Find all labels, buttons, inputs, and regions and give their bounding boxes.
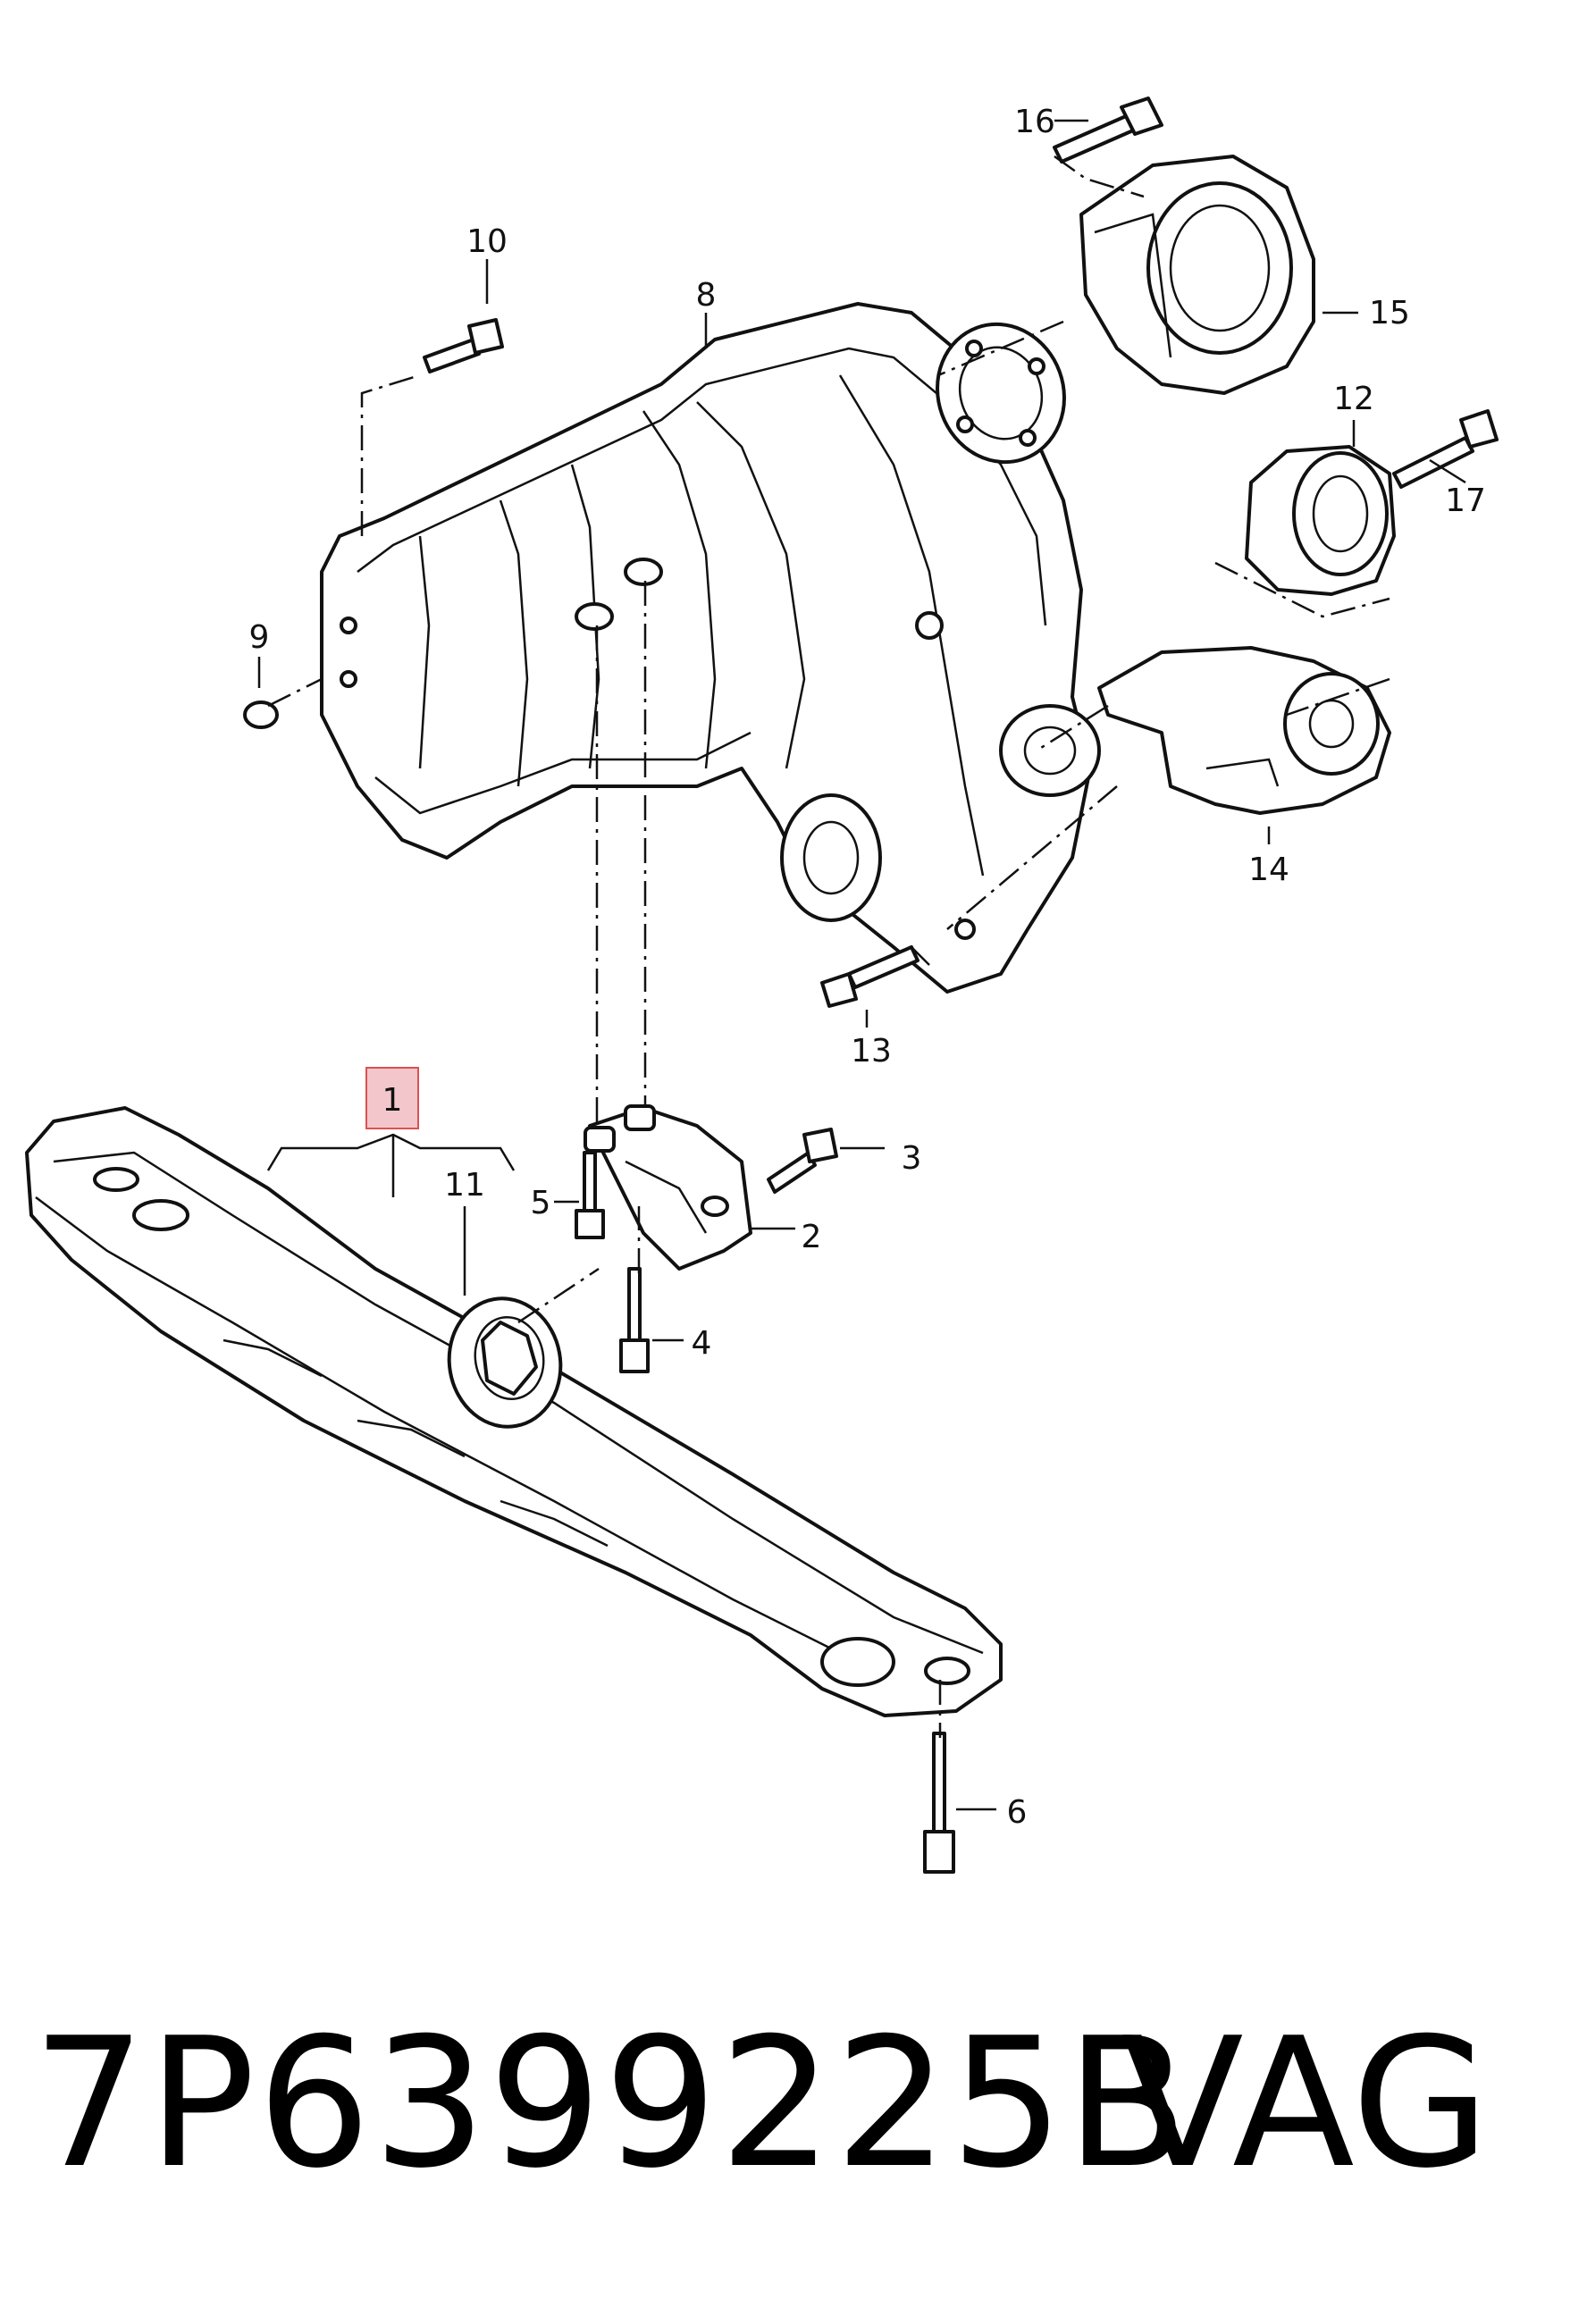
callout-8-label[interactable]: 8 <box>696 277 717 314</box>
callout-9-label[interactable]: 9 <box>249 619 270 656</box>
callout-14-label[interactable]: 14 <box>1248 852 1289 888</box>
leader-lines <box>257 119 1466 1811</box>
callout-1-highlight <box>365 1067 419 1129</box>
bearing-ring <box>1245 445 1396 596</box>
callout-12-label[interactable]: 12 <box>1333 381 1374 417</box>
brand-name: VAG <box>1121 2000 1490 2208</box>
callout-16-label[interactable]: 16 <box>1014 104 1055 140</box>
callout-1[interactable]: 1 <box>365 1067 419 1129</box>
bolt-17 <box>1392 409 1499 489</box>
part-number: 7P6399225B <box>32 2000 1190 2208</box>
mounting-bracket <box>584 1104 752 1271</box>
callout-6-label[interactable]: 6 <box>1007 1794 1028 1831</box>
callout-13-label[interactable]: 13 <box>851 1033 892 1070</box>
callout-3-label[interactable]: 3 <box>902 1140 922 1177</box>
bearing-housing-cover <box>1079 155 1315 395</box>
bolt-13 <box>820 945 919 1008</box>
callout-5-label[interactable]: 5 <box>531 1185 551 1221</box>
callout-2-label[interactable]: 2 <box>802 1219 822 1255</box>
transmission-mount-bracket <box>1097 646 1391 815</box>
nut-9 <box>243 701 279 729</box>
bolt-4 <box>619 1267 650 1373</box>
exploded-parts-diagram: 1 2 3 4 5 6 8 9 10 11 12 13 14 15 16 17 <box>25 96 1499 1874</box>
callout-1-label: 1 <box>382 1082 403 1119</box>
callout-4-label[interactable]: 4 <box>692 1325 712 1362</box>
callout-17-label[interactable]: 17 <box>1445 482 1486 519</box>
callout-10-label[interactable]: 10 <box>466 223 508 260</box>
callout-11-label[interactable]: 11 <box>444 1167 485 1204</box>
bolt-5 <box>575 1151 605 1239</box>
assembly-lines <box>267 155 1390 1738</box>
bolt-10 <box>423 318 504 373</box>
bolt-6 <box>923 1732 955 1874</box>
bolt-16 <box>1053 96 1163 164</box>
callout-15-label[interactable]: 15 <box>1369 295 1410 331</box>
crossmember <box>25 1106 1003 1717</box>
transfer-case-housing <box>320 302 1101 994</box>
bolt-3 <box>767 1128 838 1194</box>
